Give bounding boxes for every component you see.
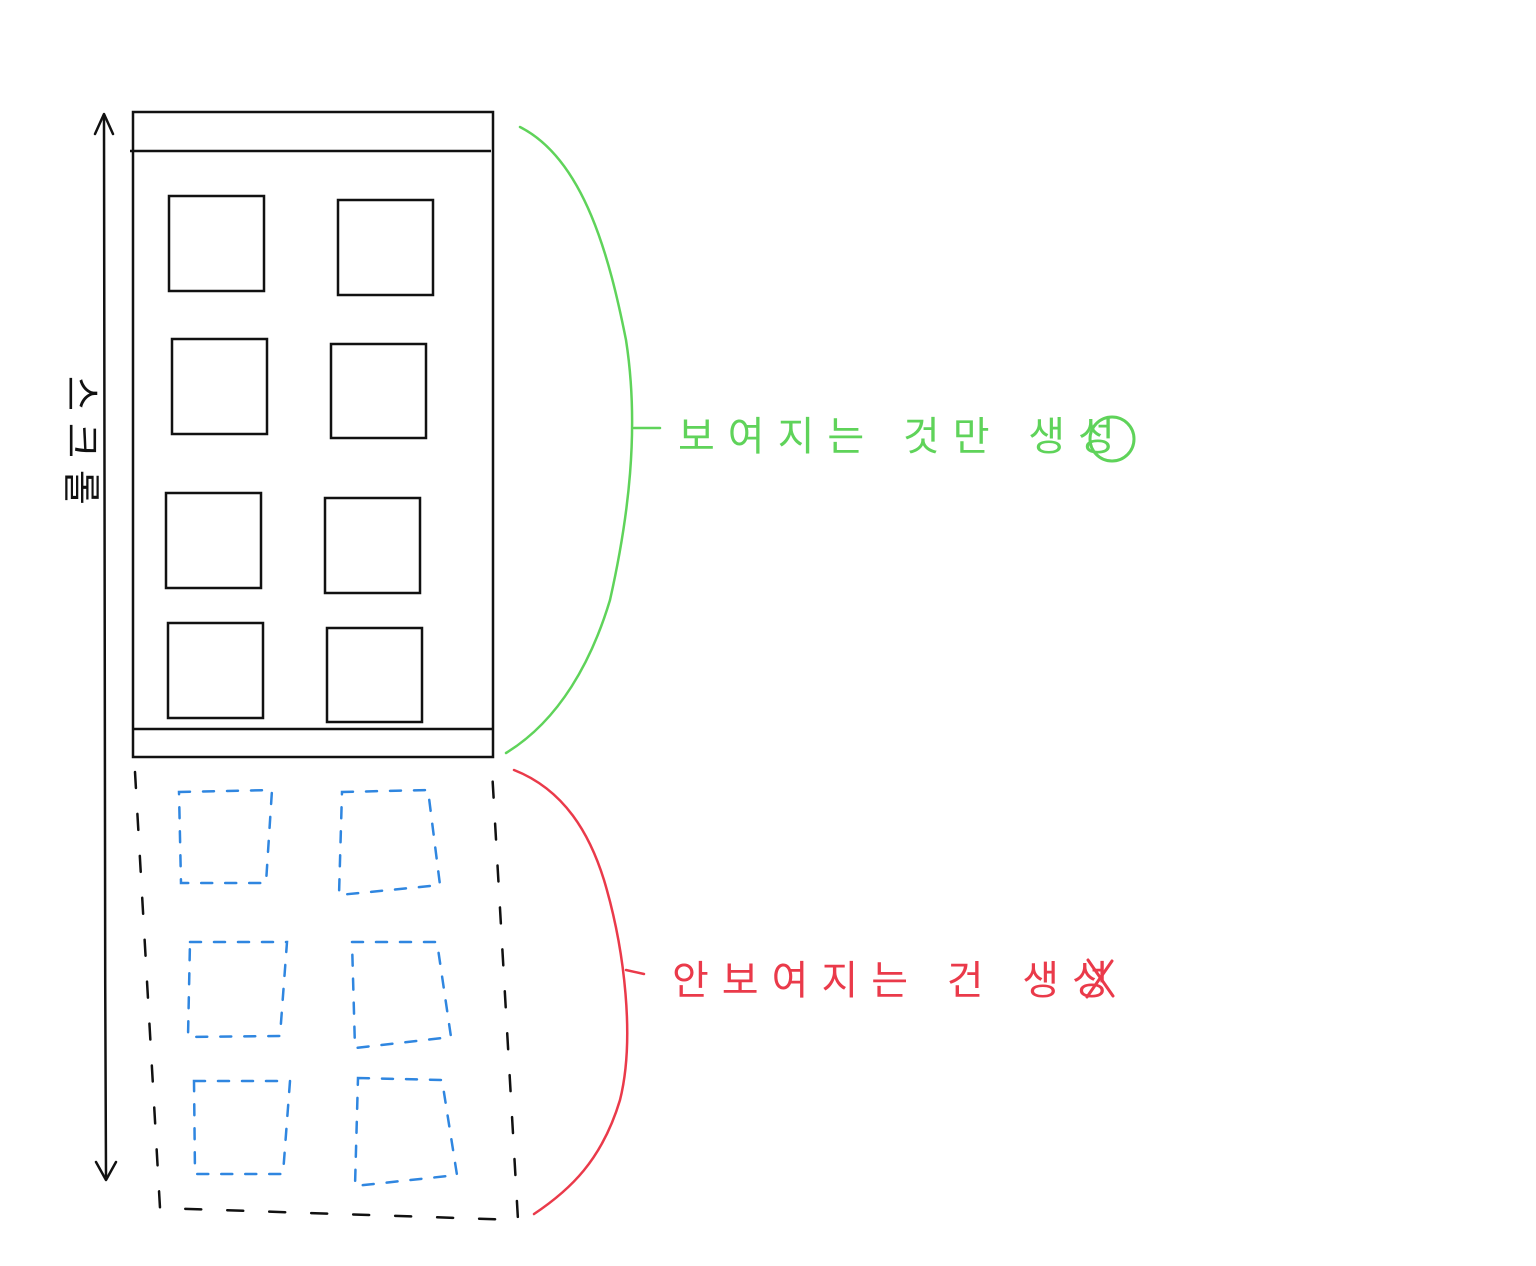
rendered-item	[329, 342, 428, 440]
scroll-arrow	[93, 112, 118, 1182]
rendered-item	[164, 491, 263, 590]
rendered-item	[323, 496, 422, 595]
offscreen-item	[177, 788, 274, 885]
offscreen-item	[192, 1079, 292, 1176]
offscreen-item	[353, 1076, 459, 1188]
offscreen-area-frame	[133, 768, 520, 1222]
offscreen-item	[350, 940, 453, 1050]
viewport-frame	[130, 110, 495, 759]
offscreen-item	[186, 940, 289, 1039]
rendered-item	[170, 337, 269, 436]
rendered-item	[167, 194, 266, 293]
offscreen-item	[337, 788, 442, 897]
visible-annotation-text: 보여지는 것만 생성	[678, 414, 1128, 460]
rendered-item	[166, 621, 265, 720]
rendered-items	[164, 194, 435, 724]
hidden-brace	[512, 768, 646, 1216]
scroll-label: 스크롤	[59, 376, 103, 517]
visible-brace	[504, 125, 662, 755]
rendered-item	[336, 198, 435, 297]
rendered-item	[325, 626, 424, 724]
offscreen-items	[177, 788, 459, 1188]
hidden-x-mark	[1085, 958, 1115, 999]
visible-check-circle	[1088, 415, 1136, 463]
hidden-annotation-text: 안보여지는 건 생성	[672, 958, 1122, 1004]
